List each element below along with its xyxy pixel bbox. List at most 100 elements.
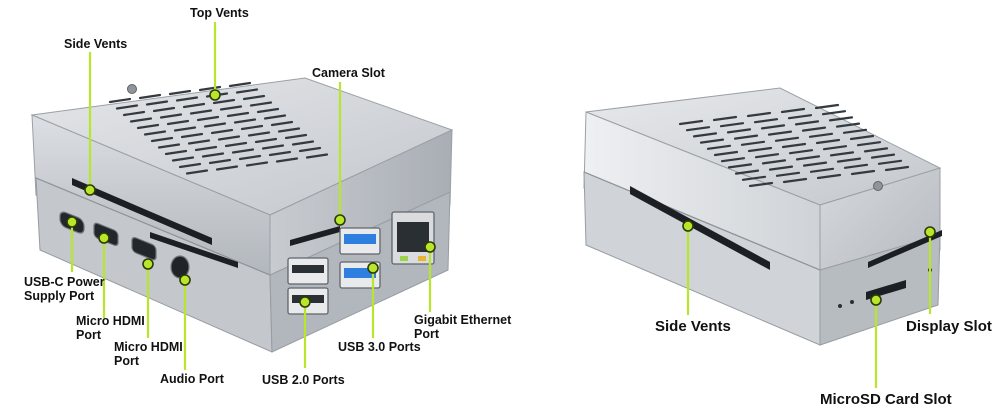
vent-slot [173,126,197,132]
vent-slot [761,159,787,165]
vent-slot [157,143,181,149]
vent-slot [733,134,759,140]
vent-slot [210,128,234,135]
usb2-marker [299,296,311,308]
vent-slot [850,169,876,176]
vent-slot [305,153,329,159]
vent-slot [212,98,236,105]
vent-slot [734,169,760,175]
micro-hdmi-2-marker [142,258,154,270]
label-usbc-line1: USB-C Power [24,275,105,289]
vent-slot [780,107,806,114]
vent-slot [699,138,725,144]
vent-slot [228,81,252,88]
vent-slot [843,163,869,169]
vent-slot [208,158,232,165]
vent-slot [203,122,227,128]
vent-slot [275,157,299,163]
vent-slot [263,114,287,120]
vent-slot [753,118,779,124]
vent-slot [226,111,250,118]
vent-slot [849,134,875,141]
vent-slot [774,136,800,142]
vent-slot [245,161,269,167]
vent-slot [822,145,848,151]
camera-slot-shape [290,226,340,246]
vent-slot [136,123,160,130]
vent-slot [270,120,294,127]
vent-slot [196,115,220,122]
vent-slot [189,109,213,115]
vent-slot [856,141,882,147]
microsd-marker [870,294,882,306]
ethernet-port-shape [391,211,435,265]
vent-slot [180,132,204,139]
vent-slot [828,116,854,122]
vent-slot [712,115,738,122]
label-side-vents-left: Side Vents [64,37,127,51]
left-top-screw [127,84,137,94]
right-top-vents [678,103,910,188]
label-audio-port: Audio Port [160,372,225,386]
label-top-vents: Top Vents [190,6,249,20]
vent-slot [808,132,834,138]
ethernet-marker [424,241,436,253]
vent-slot [187,139,211,145]
vent-slot [815,138,841,145]
vent-slot [877,159,903,165]
vent-slot [159,113,183,119]
vent-slot [678,119,704,126]
vent-slot [692,132,718,138]
camera-slot-marker [334,214,346,226]
audio-marker [179,274,191,286]
vent-slot [242,94,266,101]
vent-slot [194,145,218,152]
side-vents-marker [84,184,96,196]
vent-slot [254,137,278,144]
vent-slot [256,107,280,114]
left-case [30,77,454,353]
vent-slot [842,128,868,134]
label-usb3-ports: USB 3.0 Ports [338,340,421,354]
vent-slot [781,142,807,149]
vent-slot [746,111,772,118]
vent-slot [767,130,793,136]
vent-slot [706,144,732,150]
vent-slot [794,120,820,126]
vent-slot [719,122,745,128]
vent-slot [748,181,774,188]
label-micro-hdmi-1-line1: Micro HDMI [76,314,145,328]
left-front-bottom-slot [150,232,238,268]
vent-slot [685,126,711,132]
vent-slot [247,131,271,137]
right-top-screw [873,181,883,191]
display-slot-marker [924,226,936,238]
label-microsd-slot: MicroSD Card Slot [820,391,952,408]
vent-slot [741,175,767,181]
display-slot-shape [868,230,942,268]
label-usb2-ports: USB 2.0 Ports [262,373,345,387]
right-side-vent-slot [630,186,770,270]
vent-slot [835,122,861,128]
right-side-vents-marker [682,220,694,232]
vent-slot [821,110,847,116]
vent-slot [152,106,176,113]
vent-slot [740,140,766,146]
vent-slot [175,96,199,102]
vent-slot [185,169,209,175]
vent-slot [291,140,315,146]
vent-slot [217,135,241,141]
vent-slot [122,110,146,117]
vent-slot [268,150,292,157]
vent-slot [164,149,188,156]
vent-slot [760,124,786,130]
vent-slot [863,147,889,153]
vent-slot [143,130,167,136]
vent-slot [129,117,153,123]
vent-slot [809,167,835,173]
label-display-slot: Display Slot [906,318,992,335]
micro-hdmi-1-marker [98,232,110,244]
vent-slot [198,85,222,92]
